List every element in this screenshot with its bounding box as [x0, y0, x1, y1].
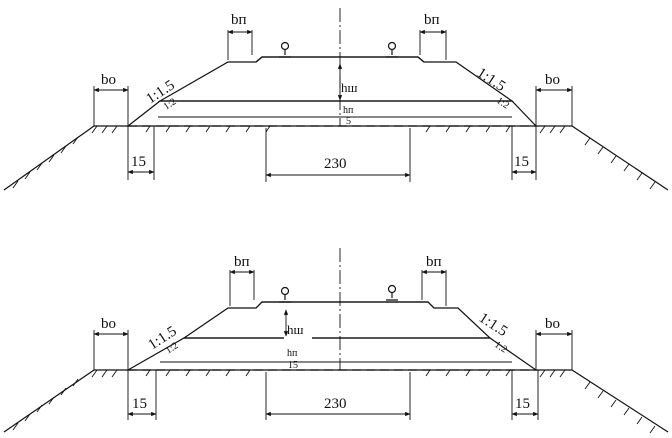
cross-section-bottom: bп bп bо bо 1:1.5 1:1.5 1:2 1:2 hш hп 15… — [3, 248, 669, 434]
svg-text:230: 230 — [324, 396, 347, 412]
bn-label-right: bп — [426, 254, 442, 270]
small-dimension: 15 — [288, 360, 298, 371]
ground-hatch-left — [12, 125, 118, 189]
bn-label-right: bп — [424, 12, 440, 28]
sub-ballast-height-label: hп — [343, 105, 354, 116]
svg-text:230: 230 — [324, 156, 347, 172]
embankment-left-slope — [3, 125, 128, 191]
svg-text:15: 15 — [131, 154, 146, 170]
slope-label-right: 1:1.5 — [474, 65, 508, 95]
small-dimension: 5 — [346, 116, 351, 127]
sub-ballast-layer — [126, 100, 538, 127]
bo-label-left: bо — [101, 316, 116, 332]
bo-dimension-right: bо — [535, 72, 573, 126]
ground-hatch-right — [539, 369, 656, 434]
bo-dimension-left: bо — [93, 316, 129, 370]
bo-label-left: bо — [101, 72, 116, 88]
rail-left-icon — [279, 41, 291, 58]
edge-dimension-right: 15 — [511, 370, 539, 420]
bn-dimension-left: bп — [229, 254, 255, 306]
cross-section-top: bп bп bо bо 1:1.5 1:1.5 1:2 1:2 hш hп 5 — [3, 8, 669, 191]
embankment-right-slope — [536, 369, 669, 433]
slope-small-right: 1:2 — [494, 95, 511, 111]
edge-dimension-left: 15 — [127, 126, 155, 180]
rail-left-icon — [279, 286, 291, 303]
embankment-left-slope — [3, 369, 128, 433]
ballast-height-label: hш — [341, 80, 358, 95]
edge-dimension-right: 15 — [511, 126, 537, 180]
bn-dimension-right: bп — [419, 12, 447, 60]
sleeper — [255, 301, 435, 309]
embankment-right-slope — [536, 125, 669, 191]
ground-hatch-right — [539, 125, 656, 190]
bo-dimension-left: bо — [93, 72, 129, 126]
bn-label-left: bп — [234, 254, 250, 270]
bo-label-right: bо — [545, 72, 560, 88]
svg-text:15: 15 — [515, 396, 530, 412]
width-dimension-230: 230 — [265, 372, 411, 420]
ballast-layer — [182, 301, 492, 339]
bn-label-left: bп — [231, 12, 247, 28]
bn-dimension-left: bп — [227, 12, 253, 60]
svg-text:15: 15 — [132, 396, 147, 412]
edge-dimension-left: 15 — [127, 370, 157, 420]
slope-label-right: 1:1.5 — [476, 310, 510, 340]
bn-dimension-right: bп — [421, 254, 447, 306]
ground-hatch-left — [12, 369, 118, 431]
ballast-height-label: hш — [287, 322, 304, 337]
width-dimension-230: 230 — [265, 128, 411, 182]
sub-ballast-height-label: hп — [287, 348, 298, 359]
bo-label-right: bо — [545, 316, 560, 332]
bo-dimension-right: bо — [535, 316, 573, 370]
rail-right-icon — [386, 41, 398, 58]
svg-text:15: 15 — [514, 154, 529, 170]
rail-right-icon — [386, 284, 398, 301]
sub-ballast-layer — [125, 337, 538, 371]
